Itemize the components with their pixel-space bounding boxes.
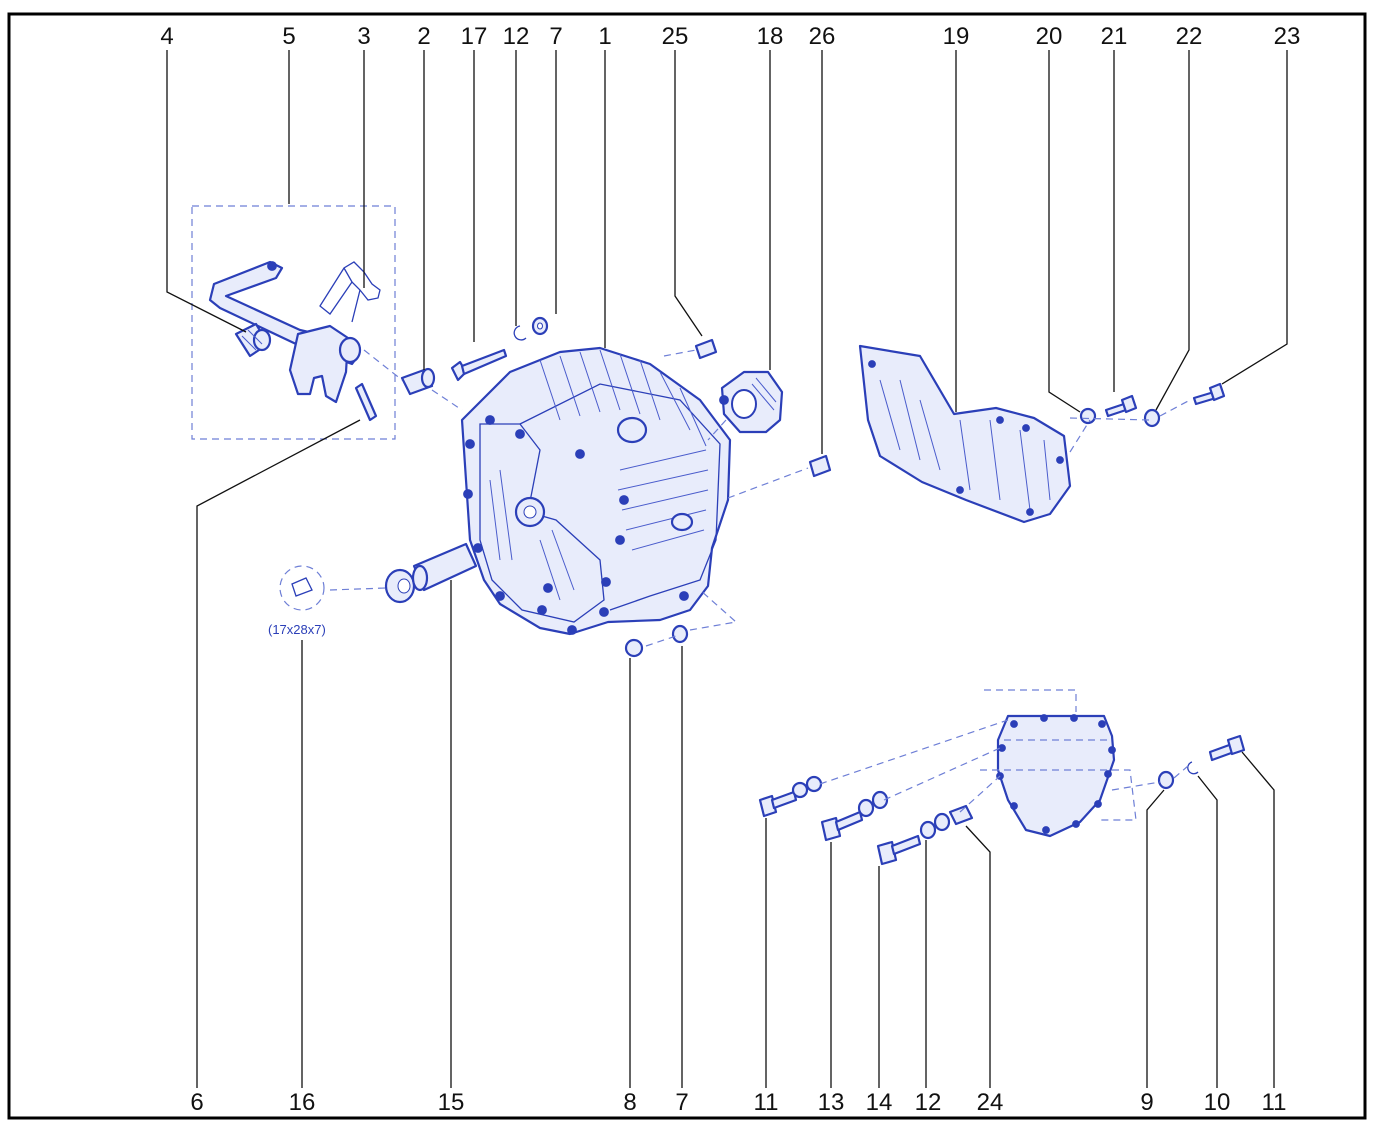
cover-plate-part	[858, 344, 1072, 524]
bolt-part-14	[876, 804, 974, 866]
bolt-part-11a	[758, 775, 823, 818]
bolt-part-23	[1192, 382, 1226, 406]
callout-label: 22	[1176, 23, 1203, 50]
callout-label: 23	[1274, 23, 1301, 50]
callout-label: 13	[818, 1089, 845, 1116]
roll-pin-part	[354, 382, 378, 422]
bottom-cover-guides	[980, 689, 1137, 821]
callout-label: 12	[503, 23, 530, 50]
bottom-cover-part	[996, 714, 1116, 838]
washer-part-20	[1079, 407, 1097, 425]
nut-part-22	[1143, 408, 1161, 428]
shift-fork-assembly	[208, 260, 362, 404]
assembly-guide-lines	[329, 349, 1191, 813]
bearing-size-label: (17x28x7)	[268, 622, 326, 637]
shift-fork-group-box	[191, 205, 396, 440]
callout-label: 11	[1262, 1089, 1287, 1116]
sleeve-part	[400, 367, 436, 396]
callout-label: 4	[160, 23, 173, 50]
bolt-part-21	[1104, 394, 1138, 418]
callout-label: 26	[809, 23, 836, 50]
callout-label: 25	[662, 23, 689, 50]
gearbox-housing-part	[460, 346, 732, 636]
callout-label: 1	[598, 23, 611, 50]
callout-label: 6	[190, 1089, 203, 1116]
callout-label: 20	[1036, 23, 1063, 50]
flat-washer-part	[531, 316, 549, 336]
callout-label: 16	[289, 1089, 316, 1116]
frame-border	[7, 12, 1367, 1120]
bush-part	[234, 322, 272, 358]
callout-label: 12	[915, 1089, 942, 1116]
plug-part	[694, 338, 718, 360]
washer-part-7b	[671, 624, 689, 644]
callout-label: 10	[1204, 1089, 1231, 1116]
bearing-housing-part	[719, 370, 784, 434]
callout-label: 24	[977, 1089, 1004, 1116]
callout-label: 2	[417, 23, 430, 50]
callout-label: 18	[757, 23, 784, 50]
leader-lines	[166, 50, 1288, 1088]
top-callouts: 4 5 3 2 17 12 7 1 25 18 26 19 20 21 22 2…	[160, 23, 1300, 50]
long-bolt-part	[450, 348, 508, 382]
spring-clip-part	[319, 261, 381, 323]
washer-part-9	[1157, 770, 1175, 790]
spring-washer-part	[513, 325, 527, 341]
bearing-part	[384, 568, 416, 604]
bottom-callouts: 6 16 15 8 7 11 13 14 12 24 9 10 11	[190, 1089, 1286, 1116]
callout-label: 19	[943, 23, 970, 50]
callout-label: 7	[549, 23, 562, 50]
callout-label: 3	[357, 23, 370, 50]
callout-label: 21	[1101, 23, 1128, 50]
callout-label: 9	[1140, 1089, 1153, 1116]
spring-washer-part-10	[1187, 761, 1199, 775]
nut-part-8	[624, 638, 644, 658]
callout-label: 15	[438, 1089, 465, 1116]
bearing-detail-16: (17x28x7)	[268, 565, 326, 637]
plug-part-2	[808, 454, 832, 478]
callout-label: 7	[675, 1089, 688, 1116]
bolt-part-11b	[1208, 734, 1246, 762]
tube-sleeve-part-15	[411, 542, 478, 592]
callout-label: 17	[461, 23, 488, 50]
bolt-part-13	[820, 790, 889, 842]
callout-label: 5	[282, 23, 295, 50]
callout-label: 8	[623, 1089, 636, 1116]
callout-label: 14	[866, 1089, 893, 1116]
callout-label: 11	[754, 1089, 779, 1116]
